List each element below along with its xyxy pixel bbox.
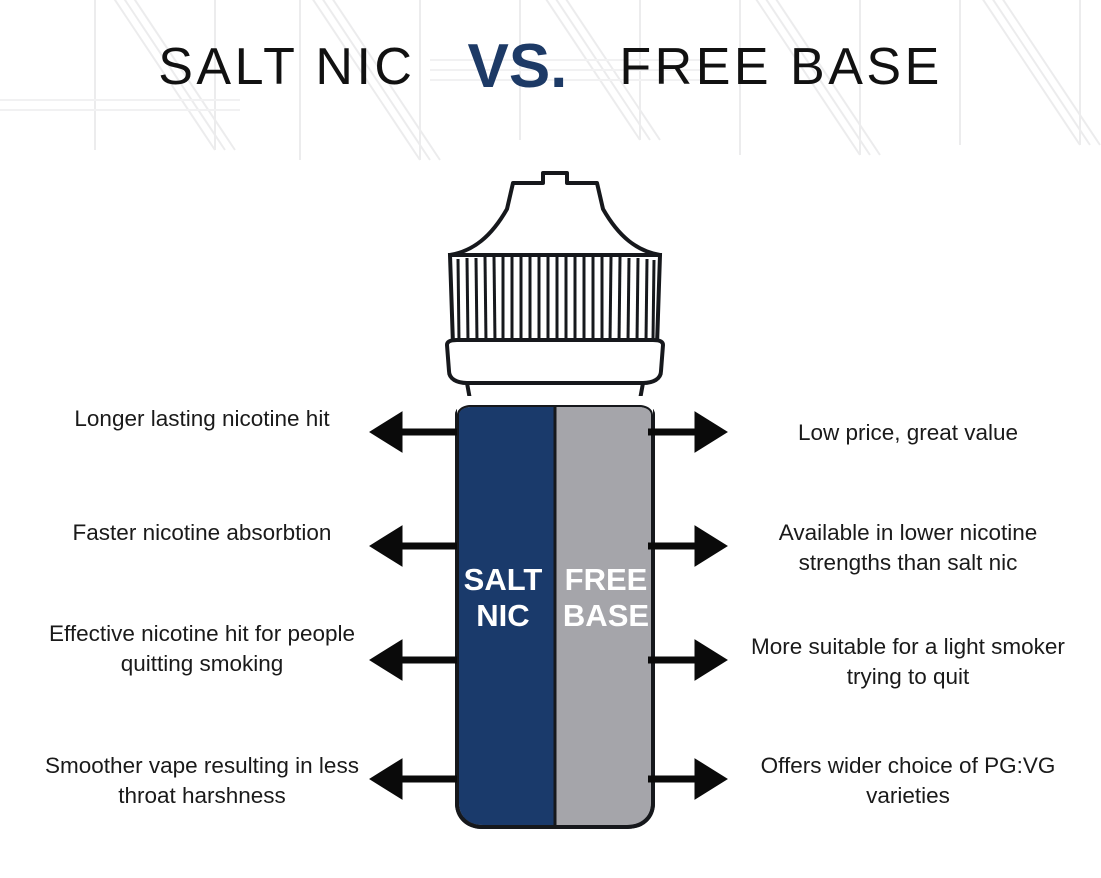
e-liquid-bottle-illustration: SALT NIC FREE BASE	[445, 171, 665, 829]
bottle-cap-ribs	[456, 256, 656, 344]
salt-nic-benefit-3: Effective nicotine hit for people quitti…	[48, 621, 356, 676]
salt-nic-benefit-1: Longer lasting nicotine hit	[74, 406, 330, 431]
free-base-benefit-3: More suitable for a light smoker trying …	[751, 634, 1065, 689]
page-title-free-base: FREE BASE	[619, 38, 943, 96]
bottle-label-free: FREE	[565, 562, 648, 597]
bottle-free-base-half	[555, 407, 651, 825]
salt-nic-benefit-4: Smoother vape resulting in less throat h…	[45, 753, 359, 808]
bottle-shoulder-white	[457, 396, 653, 415]
page-title-salt-nic: SALT NIC	[158, 38, 416, 96]
bottle-label-base: BASE	[563, 598, 649, 633]
header: SALT NIC VS. FREE BASE	[0, 22, 1101, 112]
bottle-cap-collar	[445, 338, 665, 385]
free-base-benefit-2: Available in lower nicotine strengths th…	[778, 520, 1038, 575]
page-title-vs: VS.	[467, 32, 568, 101]
free-base-benefit-1: Low price, great value	[797, 420, 1019, 445]
bottle-label-nic: NIC	[476, 598, 529, 633]
bottle-nozzle-tip	[448, 171, 662, 257]
bottle-label-salt: SALT	[464, 562, 543, 597]
free-base-benefit-4: Offers wider choice of PG:VG varieties	[760, 753, 1056, 808]
bottle-salt-nic-half	[459, 407, 555, 825]
bottle-body-outline	[455, 403, 655, 829]
salt-nic-benefit-2: Faster nicotine absorbtion	[72, 520, 332, 545]
